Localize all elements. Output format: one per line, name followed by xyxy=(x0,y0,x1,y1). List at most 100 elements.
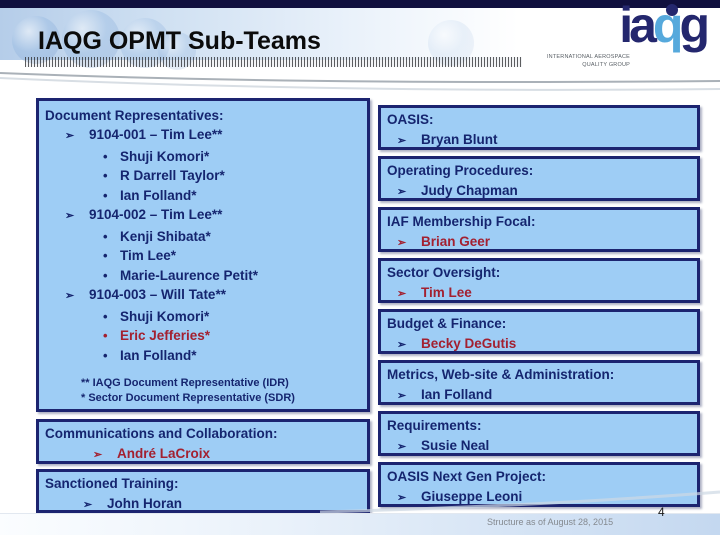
dot-bullet-icon: • xyxy=(103,308,108,324)
member-name: Ian Folland xyxy=(421,387,493,402)
arrow-bullet-icon: ➢ xyxy=(397,288,407,300)
member-row: ➢ Giuseppe Leoni xyxy=(387,487,691,508)
doc-member-row: • Tim Lee* xyxy=(45,246,361,266)
member-row: ➢ John Horan xyxy=(45,494,361,515)
doc-member-row: • Shuji Komori* xyxy=(45,147,361,167)
dot-bullet-icon: • xyxy=(103,248,108,263)
logo-letter-g: g xyxy=(679,0,709,53)
arrow-bullet-icon: ➢ xyxy=(397,492,407,504)
member-row: ➢ Becky DeGutis xyxy=(387,334,691,355)
logo-letter-q: q xyxy=(652,0,683,53)
member-name: Becky DeGutis xyxy=(421,336,517,351)
logo-wordmark: iaqg xyxy=(619,0,710,53)
member-name: Susie Neal xyxy=(421,438,490,453)
box-title: Sector Oversight: xyxy=(387,265,501,280)
doc-member-row: • Eric Jefferies* xyxy=(45,326,361,346)
arrow-bullet-icon: ➢ xyxy=(397,237,407,249)
doc-group-row: ➢ 9104-001 – Tim Lee** xyxy=(45,125,361,147)
top-accent-bar xyxy=(0,0,720,8)
arrow-bullet-icon: ➢ xyxy=(83,499,93,511)
box-title: OASIS: xyxy=(387,112,434,127)
arrow-bullet-icon: ➢ xyxy=(65,130,75,142)
footnote-sdr: * Sector Document Representative (SDR) xyxy=(81,392,295,404)
member-name: Judy Chapman xyxy=(421,183,518,198)
member-name: Tim Lee* xyxy=(120,248,177,263)
dot-bullet-icon: • xyxy=(103,347,108,363)
member-row: ➢ Bryan Blunt xyxy=(387,130,691,151)
logo-letter-i: i xyxy=(619,0,633,53)
dot-bullet-icon: • xyxy=(103,148,108,164)
member-name: Brian Geer xyxy=(421,234,491,249)
box-title: IAF Membership Focal: xyxy=(387,214,536,229)
member-name: Kenji Shibata* xyxy=(120,228,211,244)
page-number: 4 xyxy=(658,505,665,519)
decorative-tick-strip xyxy=(25,57,522,67)
doc-group-label: 9104-001 – Tim Lee** xyxy=(89,127,223,142)
doc-group-label: 9104-003 – Will Tate** xyxy=(89,287,226,302)
doc-group-label: 9104-002 – Tim Lee** xyxy=(89,207,223,222)
member-name: Shuji Komori* xyxy=(120,308,210,324)
box-oasis: OASIS: ➢ Bryan Blunt xyxy=(378,105,700,150)
arrow-bullet-icon: ➢ xyxy=(93,449,103,461)
arrow-bullet-icon: ➢ xyxy=(397,441,407,453)
box-title: Requirements: xyxy=(387,418,482,433)
arrow-bullet-icon: ➢ xyxy=(397,390,407,402)
logo-dot-icon xyxy=(666,4,678,16)
doc-group-row: ➢ 9104-002 – Tim Lee** xyxy=(45,205,361,227)
member-name: Ian Folland* xyxy=(120,347,197,363)
logo-caption-line1: INTERNATIONAL AEROSPACE xyxy=(546,54,630,60)
dot-bullet-icon: • xyxy=(103,228,108,244)
header-swoosh-curve xyxy=(0,72,720,91)
box-title: Budget & Finance: xyxy=(387,316,507,331)
box-title: Sanctioned Training: xyxy=(45,476,179,491)
member-name: John Horan xyxy=(107,496,183,511)
box-title: Operating Procedures: xyxy=(387,163,534,178)
arrow-bullet-icon: ➢ xyxy=(397,186,407,198)
box-oasis-next-gen-project: OASIS Next Gen Project: ➢ Giuseppe Leoni xyxy=(378,462,700,507)
box-communications-collaboration: Communications and Collaboration: ➢ Andr… xyxy=(36,419,370,464)
member-row: ➢ Judy Chapman xyxy=(387,181,691,202)
box-requirements: Requirements: ➢ Susie Neal xyxy=(378,411,700,456)
footer-note: Structure as of August 28, 2015 xyxy=(487,517,614,527)
footnotes: ** IAQG Document Representative (IDR) * … xyxy=(45,376,361,406)
member-name: Tim Lee xyxy=(421,285,472,300)
doc-member-row: • Marie-Laurence Petit* xyxy=(45,266,361,286)
footnote-idr: ** IAQG Document Representative (IDR) xyxy=(81,377,289,389)
arrow-bullet-icon: ➢ xyxy=(65,290,75,302)
box-title: OASIS Next Gen Project: xyxy=(387,469,547,484)
globe-watermark-icon xyxy=(12,16,60,64)
arrow-bullet-icon: ➢ xyxy=(397,339,407,351)
member-row: ➢ Ian Folland xyxy=(387,385,691,406)
box-sector-oversight: Sector Oversight: ➢ Tim Lee xyxy=(378,258,700,303)
member-row: ➢ Tim Lee xyxy=(387,283,691,304)
doc-member-row: • R Darrell Taylor* xyxy=(45,166,361,186)
box-sanctioned-training: Sanctioned Training: ➢ John Horan xyxy=(36,469,370,513)
logo-letter-a: a xyxy=(629,0,657,53)
iaqg-logo: iaqg INTERNATIONAL AEROSPACE QUALITY GRO… xyxy=(532,0,712,76)
member-row: ➢ Susie Neal xyxy=(387,436,691,457)
dot-bullet-icon: • xyxy=(103,267,108,283)
member-name: Ian Folland* xyxy=(120,187,197,203)
doc-group-row: ➢ 9104-003 – Will Tate** xyxy=(45,285,361,307)
dot-bullet-icon: • xyxy=(103,328,108,343)
dot-bullet-icon: • xyxy=(103,168,108,183)
member-row: ➢ Brian Geer xyxy=(387,232,691,253)
member-name: Bryan Blunt xyxy=(421,132,498,147)
box-budget-finance: Budget & Finance: ➢ Becky DeGutis xyxy=(378,309,700,354)
box-title: Metrics, Web-site & Administration: xyxy=(387,367,615,382)
page-title: IAQG OPMT Sub-Teams xyxy=(38,27,321,55)
member-name: Eric Jefferies* xyxy=(120,328,211,343)
dot-bullet-icon: • xyxy=(103,187,108,203)
doc-member-row: • Shuji Komori* xyxy=(45,307,361,327)
footer-band xyxy=(0,513,720,535)
member-row: ➢ André LaCroix xyxy=(45,444,361,465)
footer-swoosh-curve xyxy=(319,490,720,514)
box-operating-procedures: Operating Procedures: ➢ Judy Chapman xyxy=(378,156,700,201)
member-name: Giuseppe Leoni xyxy=(421,489,523,504)
logo-caption-line2: QUALITY GROUP xyxy=(582,61,630,68)
box-title: Communications and Collaboration: xyxy=(45,426,278,441)
member-name: R Darrell Taylor* xyxy=(120,168,225,183)
arrow-bullet-icon: ➢ xyxy=(397,135,407,147)
member-name: Marie-Laurence Petit* xyxy=(120,267,259,283)
